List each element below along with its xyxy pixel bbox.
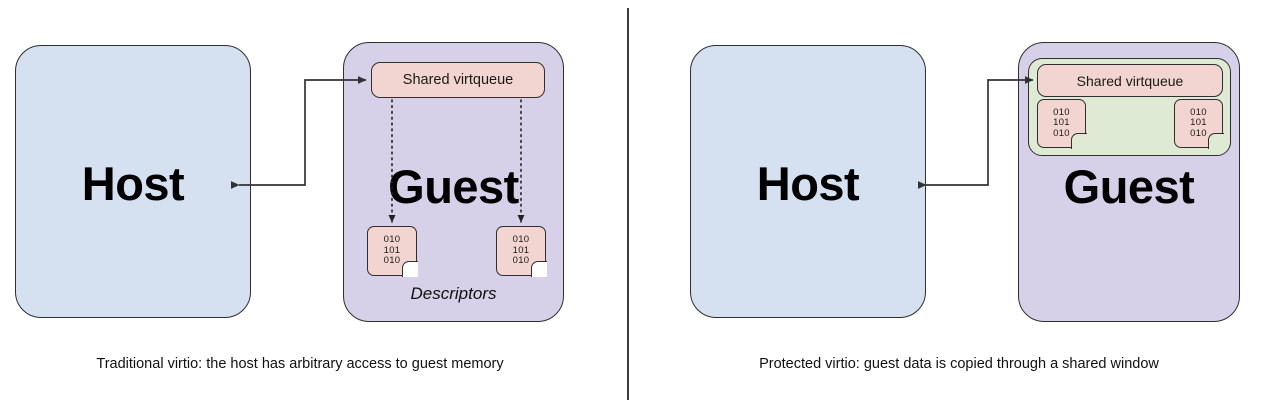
descriptor-box[interactable]: 010 101 010: [1037, 99, 1087, 149]
descriptor-line: 101: [383, 244, 401, 256]
folded-corner-icon: [530, 260, 547, 277]
descriptor-line: 010: [1190, 106, 1207, 118]
panel-caption-protected: Protected virtio: guest data is copied t…: [759, 356, 1159, 372]
shared-virtqueue-traditional[interactable]: Shared virtqueue: [371, 62, 545, 98]
descriptor-line: 010: [1053, 127, 1070, 139]
folded-corner-icon: [1207, 132, 1224, 149]
shared-virtqueue-protected[interactable]: Shared virtqueue: [1037, 64, 1223, 97]
panel-caption-traditional: Traditional virtio: the host has arbitra…: [96, 356, 504, 372]
descriptor-line: 010: [1190, 127, 1207, 139]
folded-corner-icon: [401, 260, 418, 277]
host-box-protected: [690, 45, 926, 318]
descriptor-box[interactable]: 010 101 010: [496, 226, 547, 277]
host-box-traditional: [15, 45, 251, 318]
descriptor-line: 010: [383, 234, 401, 246]
descriptor-line: 010: [512, 234, 530, 246]
host-label-traditional: Host: [81, 157, 185, 210]
descriptor-line: 010: [383, 255, 401, 267]
panel-protected-virtio: Host Guest Shared virtqueue 010 101 010 …: [639, 0, 1266, 408]
descriptor-box[interactable]: 010 101 010: [367, 226, 418, 277]
descriptor-line: 010: [1053, 106, 1070, 118]
panel-divider: [627, 8, 629, 400]
descriptors-label-traditional: Descriptors: [410, 284, 497, 303]
descriptor-line: 101: [512, 244, 530, 256]
descriptor-box[interactable]: 010 101 010: [1174, 99, 1224, 149]
descriptor-line: 101: [1053, 117, 1070, 129]
descriptor-line: 101: [1190, 117, 1207, 129]
folded-corner-icon: [1070, 132, 1087, 149]
guest-label-protected: Guest: [1063, 160, 1195, 213]
host-label-protected: Host: [756, 157, 860, 210]
descriptor-line: 010: [512, 255, 530, 267]
guest-label-traditional: Guest: [388, 160, 519, 213]
panel-traditional-virtio: Host Guest Shared virtqueue 010 101 010 …: [0, 0, 627, 408]
